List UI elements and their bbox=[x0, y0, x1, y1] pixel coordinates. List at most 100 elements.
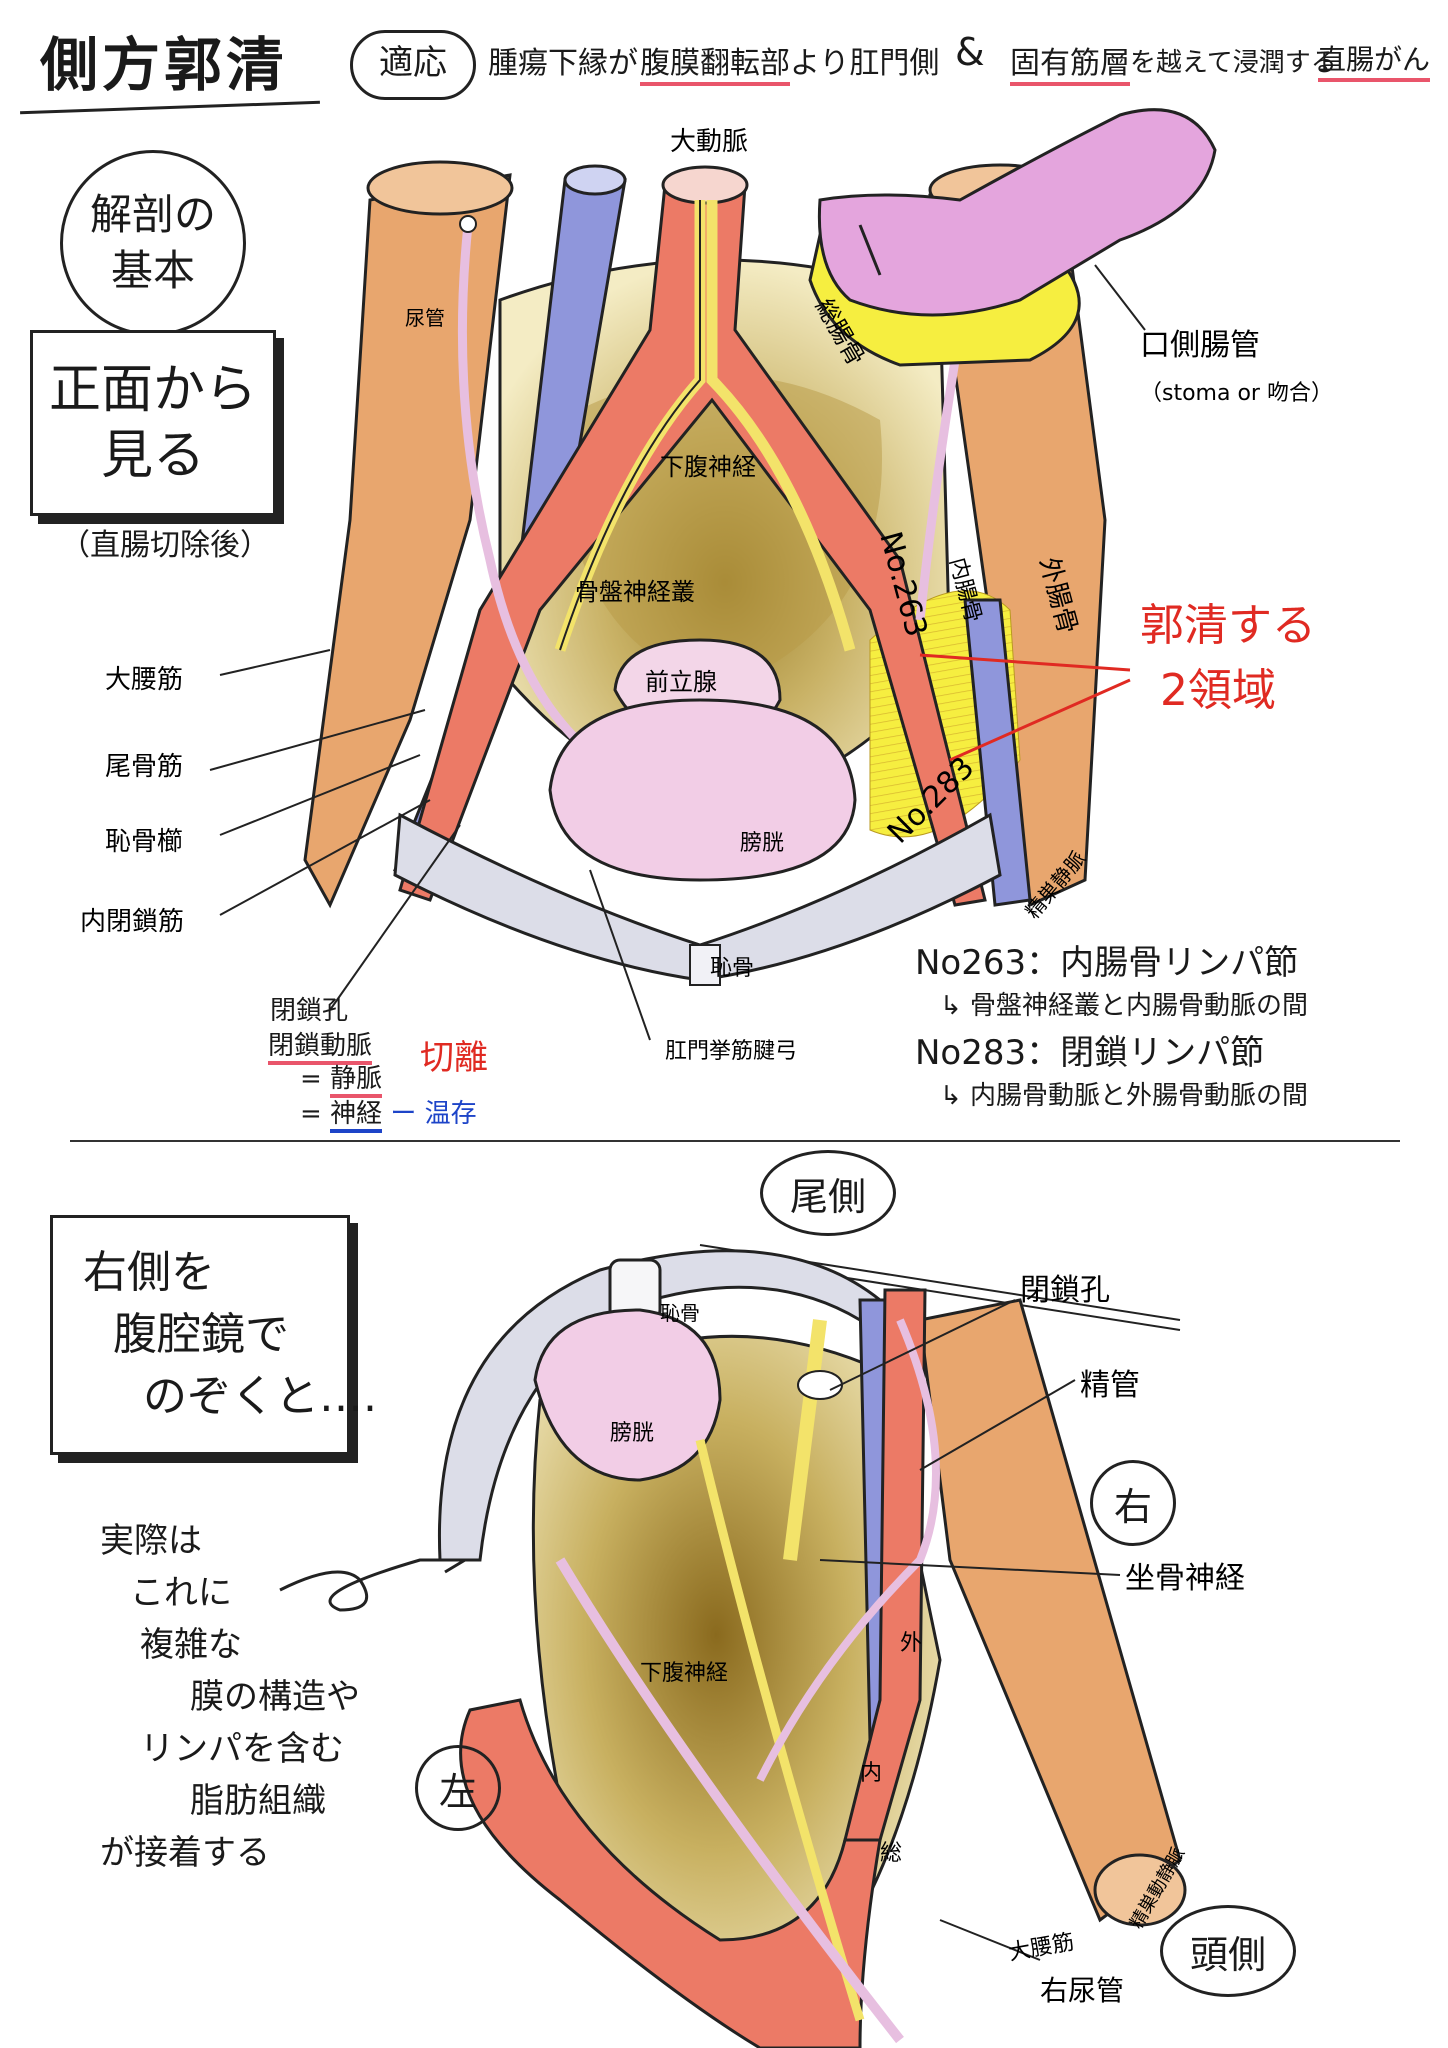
label-int: 内 bbox=[860, 1761, 882, 1786]
def-283-desc: ↳ 内腸骨動脈と外腸骨動脈の間 bbox=[940, 1081, 1309, 1111]
aorta-top bbox=[661, 165, 749, 205]
bladder-lap bbox=[533, 1308, 722, 1482]
label-ext: 外 bbox=[900, 1631, 922, 1656]
label-vas: 精管 bbox=[1080, 1368, 1140, 1403]
pubic-bone bbox=[393, 812, 1002, 982]
label-oral-bowel: 口側腸管 bbox=[1140, 328, 1260, 363]
laparoscope-box: 右側を 腹腔鏡で のぞくと…. bbox=[50, 1215, 377, 1455]
label-bladder-lap: 膀胱 bbox=[610, 1421, 654, 1446]
label-levator-arch: 肛門挙筋腱弓 bbox=[665, 1039, 797, 1064]
right-badge: 右 bbox=[1090, 1460, 1176, 1546]
vas-deferens bbox=[756, 1318, 940, 1782]
laparoscope-line-3: のぞくと…. bbox=[143, 1371, 377, 1422]
indication-text-3: より肛門側 bbox=[790, 46, 940, 81]
eq-sign-2: = bbox=[300, 1099, 322, 1129]
indication-text-1: 腫瘍下縁が bbox=[488, 46, 638, 81]
label-pelvic-plexus: 骨盤神経叢 bbox=[575, 578, 695, 606]
note-line-3: 複雑な bbox=[140, 1625, 242, 1665]
left-ureter-cut bbox=[459, 215, 477, 233]
page-title: 側方郭清 bbox=[40, 31, 289, 99]
pelvis-front-diagram: 大動脈 尿管 総腸骨 口側腸管 （stoma or 吻合） 下腹神経 骨盤神経叢… bbox=[80, 108, 1333, 1064]
cranial-badge: 頭側 bbox=[1160, 1905, 1296, 1997]
label-aorta: 大動脈 bbox=[670, 127, 748, 157]
eq-sign-1: = bbox=[300, 1064, 322, 1094]
section-divider bbox=[70, 1140, 1400, 1142]
hypogastric-nerve-lap bbox=[695, 1438, 865, 2022]
leader-obturator-foramen bbox=[329, 824, 461, 1011]
label-obturator-internus: 内閉鎖筋 bbox=[80, 907, 184, 937]
def-263-desc: ↳ 骨盤神経叢と内腸骨動脈の間 bbox=[940, 991, 1309, 1021]
caudal-badge: 尾側 bbox=[760, 1150, 896, 1236]
indication-text-4: 固有筋層 bbox=[1010, 38, 1130, 86]
dash: ー bbox=[390, 1099, 417, 1129]
right-hypogastric-nerve bbox=[706, 200, 856, 652]
obturator-foramen-lap bbox=[797, 1370, 843, 1400]
ampersand: & bbox=[955, 30, 985, 74]
psoas-muscle-end bbox=[1093, 1853, 1187, 1927]
circle-line-2: 基本 bbox=[110, 246, 195, 295]
obturator-nerve-line: = 神経 ー 温存 bbox=[300, 1093, 477, 1133]
right-ureter bbox=[915, 329, 965, 621]
note-line-2: これに bbox=[130, 1573, 232, 1613]
label-hypogastric-lap: 下腹神経 bbox=[640, 1661, 728, 1686]
def-283-title: No283：閉鎖リンパ節 bbox=[915, 1033, 1265, 1073]
def-263-title: No263：内腸骨リンパ節 bbox=[915, 943, 1299, 983]
left-ureter bbox=[457, 224, 603, 764]
sciatic-nerve bbox=[783, 1319, 827, 1561]
oral-bowel bbox=[817, 108, 1217, 317]
front-view-caption: （直腸切除後） bbox=[60, 528, 270, 563]
label-bladder: 膀胱 bbox=[740, 831, 784, 856]
oral-bowel-staple bbox=[858, 224, 882, 276]
bladder bbox=[548, 698, 857, 882]
pubic-symphysis bbox=[689, 944, 721, 986]
leader-dissect-1 bbox=[919, 653, 1131, 672]
laparoscope-line-2: 腹腔鏡で bbox=[113, 1309, 289, 1360]
note-block: 実際は これに 複雑な 膜の構造や リンパを含む 脂肪組織 が接着する bbox=[100, 1515, 360, 1879]
vena-cava-top bbox=[563, 164, 627, 196]
leader-pubic-arch bbox=[219, 754, 421, 836]
label-obturator-artery: 閉鎖動脈 bbox=[268, 1031, 373, 1065]
label-oral-bowel-sub: （stoma or 吻合） bbox=[1140, 381, 1333, 406]
front-view-line-2: 見る bbox=[100, 426, 205, 486]
label-pubis-lap: 恥骨 bbox=[660, 1301, 700, 1325]
leader-oral-bowel bbox=[1094, 264, 1146, 331]
circle-line-1: 解剖の bbox=[89, 190, 216, 239]
leader-obturator-lap bbox=[829, 1299, 1016, 1391]
label-obturator-nerve: 神経 bbox=[330, 1099, 383, 1133]
label-pubic-arch: 恥骨櫛 bbox=[105, 827, 183, 857]
leader-vas bbox=[919, 1379, 1076, 1471]
label-sever: 切離 bbox=[420, 1038, 488, 1078]
label-obturator-foramen: 閉鎖孔 bbox=[270, 996, 349, 1026]
label-dissect-line-2: 2領域 bbox=[1160, 665, 1276, 716]
note-line-5: リンパを含む bbox=[140, 1729, 344, 1769]
front-view-line-1: 正面から bbox=[48, 360, 257, 420]
label-psoas-lap: 大腰筋 bbox=[1007, 1930, 1076, 1966]
indication-badge: 適応 bbox=[350, 30, 476, 100]
note-line-1: 実際は bbox=[100, 1521, 202, 1561]
label-dissect-line-1: 郭清する bbox=[1140, 600, 1316, 651]
leader-psoas bbox=[219, 649, 331, 676]
front-view-box: 正面から 見る bbox=[30, 330, 276, 516]
label-obturator-vein: 静脈 bbox=[330, 1064, 383, 1098]
note-line-7: が接着する bbox=[100, 1833, 270, 1873]
indication-text-6: 直腸がん bbox=[1318, 38, 1431, 82]
label-sciatic: 坐骨神経 bbox=[1125, 1561, 1245, 1596]
leader-sciatic bbox=[819, 1559, 1121, 1576]
indication-text-2: 腹膜翻転部 bbox=[640, 38, 790, 86]
psoas-muscle-right bbox=[918, 1298, 1182, 1923]
note-line-6: 脂肪組織 bbox=[190, 1781, 326, 1821]
note-line-4: 膜の構造や bbox=[190, 1677, 360, 1717]
obturator-bracket-line: 閉鎖動脈 bbox=[268, 1025, 373, 1065]
leader-levator bbox=[589, 869, 651, 1041]
laparoscopic-view-diagram: 恥骨 膀胱 閉鎖孔 精管 坐骨神経 下腹神経 外 内 総 大腰筋 精巣動静脈 右… bbox=[279, 1244, 1245, 2048]
label-preserve: 温存 bbox=[424, 1099, 477, 1129]
leader-ureter bbox=[939, 1919, 1041, 1961]
obturator-vein-line: = 静脈 bbox=[300, 1058, 383, 1098]
label-prostate: 前立腺 bbox=[645, 668, 717, 696]
left-psoas-muscle bbox=[303, 173, 512, 909]
leader-coccygeus bbox=[209, 709, 426, 771]
label-coccygeus: 尾骨筋 bbox=[105, 752, 183, 782]
indication-text-5: を越えて浸潤する bbox=[1130, 48, 1337, 78]
label-ureter: 尿管 bbox=[405, 306, 445, 330]
laparoscope-line-1: 右側を bbox=[83, 1247, 215, 1298]
